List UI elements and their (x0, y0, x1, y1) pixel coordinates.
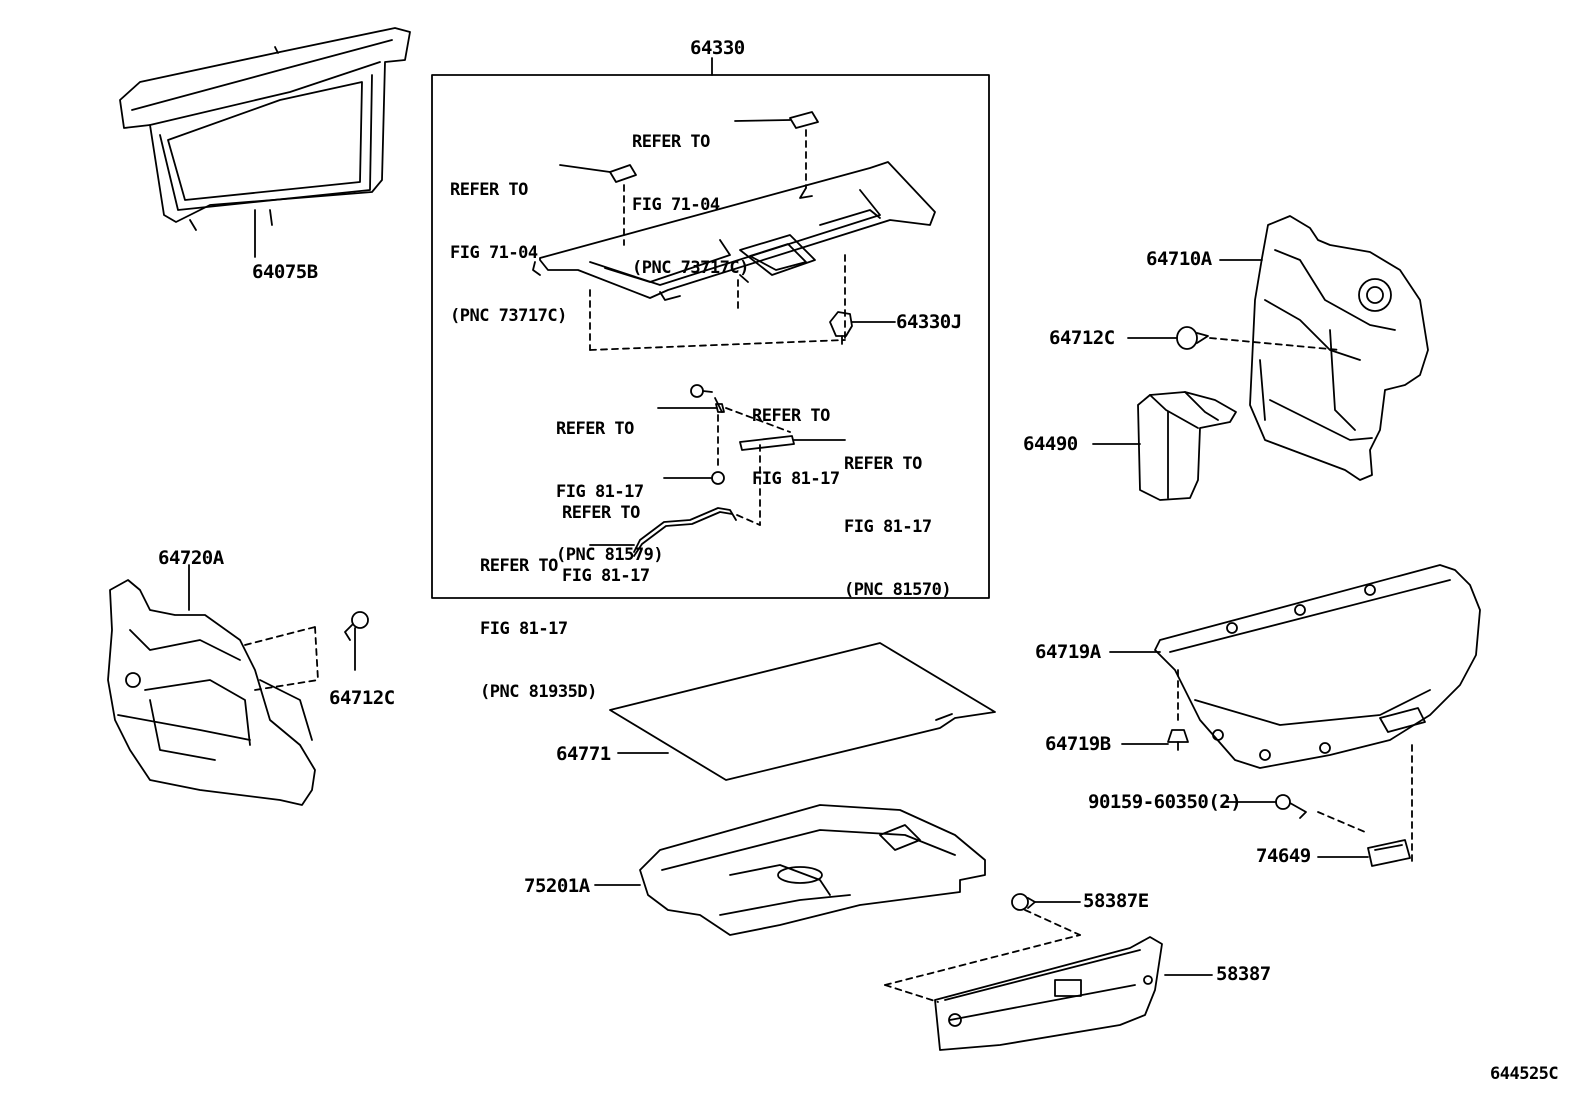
part-label-74649: 74649 (1256, 845, 1311, 867)
refer-fig: FIG 81-17 (556, 482, 644, 502)
refer-line: REFER TO (450, 180, 528, 200)
part-58387E-drawing (1011, 893, 1081, 911)
refer-pnc: (PNC 73717C) (450, 306, 567, 326)
refer-line: REFER TO (752, 406, 830, 426)
dashed-tray-lines (589, 129, 846, 351)
part-64490-drawing (1092, 391, 1237, 501)
part-90159-drawing (1224, 794, 1307, 819)
refer-note-81-17-b: REFER TO FIG 81-17 (562, 461, 650, 608)
dashed-64712C-left (244, 626, 319, 691)
part-label-64075B: 64075B (252, 261, 318, 283)
refer-line: REFER TO (844, 454, 922, 474)
refer-line: REFER TO (632, 132, 710, 152)
part-label-64490: 64490 (1023, 433, 1078, 455)
part-81570-drawing (739, 435, 846, 451)
part-label-64712C-right: 64712C (1049, 327, 1115, 349)
refer-fig: FIG 71-04 (632, 195, 720, 215)
part-screw-81-17 (663, 471, 725, 485)
part-label-64712C-left: 64712C (329, 687, 395, 709)
part-64075B-drawing (119, 27, 411, 231)
part-label-64710A: 64710A (1146, 248, 1212, 270)
refer-line: REFER TO (556, 419, 634, 439)
part-label-90159-60350: 90159-60350(2) (1088, 791, 1242, 813)
part-64720A-drawing (107, 564, 316, 806)
part-label-75201A: 75201A (524, 875, 590, 897)
refer-note-73717C-right: REFER TO FIG 71-04 (PNC 73717C) (632, 90, 749, 300)
refer-pnc: (PNC 73717C) (632, 258, 749, 278)
part-64330-tray-drawing (532, 161, 936, 301)
part-64719B-drawing (1121, 729, 1189, 751)
part-64719A-drawing (1109, 564, 1481, 769)
figure-code: 644525C (1490, 1064, 1559, 1084)
refer-line: REFER TO (480, 556, 558, 576)
part-clip-73717C-right (734, 111, 819, 129)
refer-pnc: (PNC 81579) (556, 545, 664, 565)
refer-fig: FIG 81-17 (844, 517, 932, 537)
refer-note-81-17-a: REFER TO FIG 81-17 (752, 364, 840, 511)
part-64712C-right-drawing (1127, 326, 1341, 351)
refer-pnc: (PNC 81935D) (480, 682, 597, 702)
part-81935D-drawing (589, 507, 737, 557)
part-label-64720A: 64720A (158, 547, 224, 569)
part-label-64771: 64771 (556, 743, 611, 765)
part-label-64330J: 64330J (896, 311, 962, 333)
refer-fig: FIG 71-04 (450, 243, 538, 263)
part-64330J-drawing (829, 311, 896, 345)
part-75201A-drawing (594, 804, 986, 936)
part-64712C-left-drawing (344, 611, 369, 671)
group-64330-frame (431, 74, 990, 599)
part-label-58387E: 58387E (1083, 890, 1149, 912)
refer-note-73717C-left: REFER TO FIG 71-04 (PNC 73717C) (450, 138, 567, 348)
refer-note-81579: REFER TO FIG 81-17 (PNC 81579) (556, 377, 664, 587)
dashed-58387 (884, 909, 1081, 1003)
refer-fig: FIG 81-17 (752, 469, 840, 489)
refer-line: REFER TO (562, 503, 640, 523)
refer-pnc: (PNC 81570) (844, 580, 952, 600)
refer-fig: FIG 81-17 (480, 619, 568, 639)
part-label-58387: 58387 (1216, 963, 1271, 985)
part-label-64719B: 64719B (1045, 733, 1111, 755)
refer-note-81570: REFER TO FIG 81-17 (PNC 81570) (844, 412, 952, 622)
refer-note-81935D: REFER TO FIG 81-17 (PNC 81935D) (480, 514, 597, 724)
part-label-64719A: 64719A (1035, 641, 1101, 663)
part-64771-drawing (609, 642, 996, 781)
part-64710A-drawing (1219, 215, 1429, 481)
part-58387-drawing (934, 936, 1213, 1051)
refer-fig: FIG 81-17 (562, 566, 650, 586)
part-clip-73717C-left (559, 164, 637, 183)
part-74649-drawing (1317, 839, 1411, 867)
part-81579-drawing (657, 384, 725, 413)
group-label-64330: 64330 (690, 37, 745, 59)
